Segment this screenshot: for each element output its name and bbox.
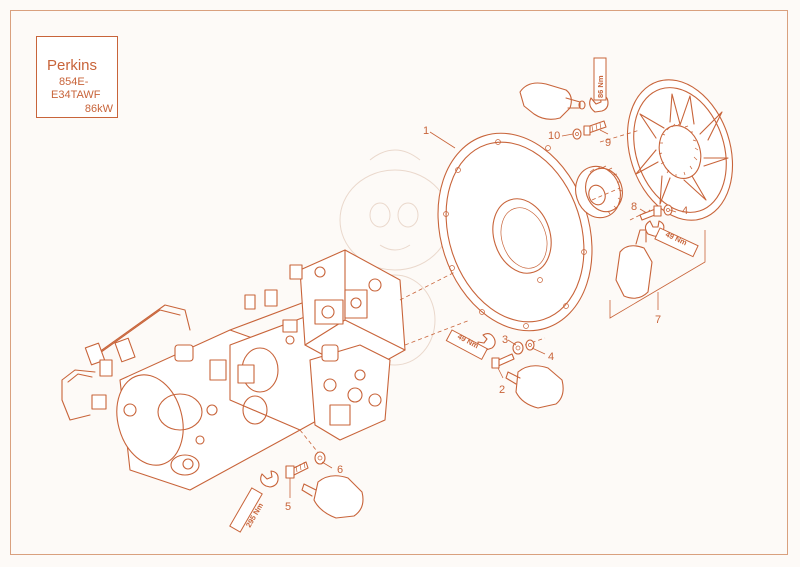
bolt-2[interactable] xyxy=(491,353,515,369)
callout-10: 10 xyxy=(548,130,560,142)
washer-4-right[interactable] xyxy=(663,204,673,216)
engine-power: 86kW xyxy=(84,103,113,115)
bolt-9[interactable] xyxy=(583,120,607,136)
callout-2: 2 xyxy=(499,384,505,396)
callout-1: 1 xyxy=(423,125,429,137)
washer-6[interactable] xyxy=(314,451,326,465)
callout-8: 8 xyxy=(631,201,637,213)
washer-10[interactable] xyxy=(572,128,582,140)
bolt-8[interactable] xyxy=(639,205,662,221)
wrench-icon: 49 Nm xyxy=(644,220,699,258)
callout-9: 9 xyxy=(605,137,611,149)
leader-lines xyxy=(289,129,677,498)
loctite-bottle-top xyxy=(519,82,586,120)
callout-4-right: 4 xyxy=(682,205,688,217)
engine-model-line1: 854E- xyxy=(59,76,89,88)
washer-4-middle[interactable] xyxy=(525,339,535,351)
wrench-icon: 86 Nm xyxy=(589,57,609,113)
loctite-bottle-right xyxy=(615,229,653,299)
flex-coupling-disc[interactable] xyxy=(610,66,750,234)
engine-brand: Perkins xyxy=(47,57,98,74)
loctite-bottle-bottom xyxy=(301,475,364,519)
bracket-7 xyxy=(609,230,706,319)
callout-6: 6 xyxy=(337,464,343,476)
engine-info-box: Perkins 854E- E34TAWF 86kW xyxy=(36,36,118,118)
callout-3: 3 xyxy=(502,334,508,346)
loctite-bottle-middle xyxy=(505,365,564,409)
callout-5: 5 xyxy=(285,501,291,513)
wrench-icon: 295 Nm xyxy=(229,470,279,533)
flywheel-housing-plate[interactable] xyxy=(413,113,616,351)
wrench-icon: 49 Nm xyxy=(445,329,496,361)
torque-86-label: 86 Nm xyxy=(596,75,605,98)
engine-model-line2: E34TAWF xyxy=(51,89,101,101)
callout-7: 7 xyxy=(655,314,661,326)
bolt-5[interactable] xyxy=(285,461,309,479)
drawing-frame xyxy=(10,10,788,555)
callout-4-middle: 4 xyxy=(548,351,554,363)
hydraulic-pump-assembly[interactable] xyxy=(61,249,406,491)
coupling-hub[interactable] xyxy=(569,160,628,223)
callout-numbers: 1 2 3 4 4 5 6 7 8 9 10 xyxy=(285,125,688,513)
